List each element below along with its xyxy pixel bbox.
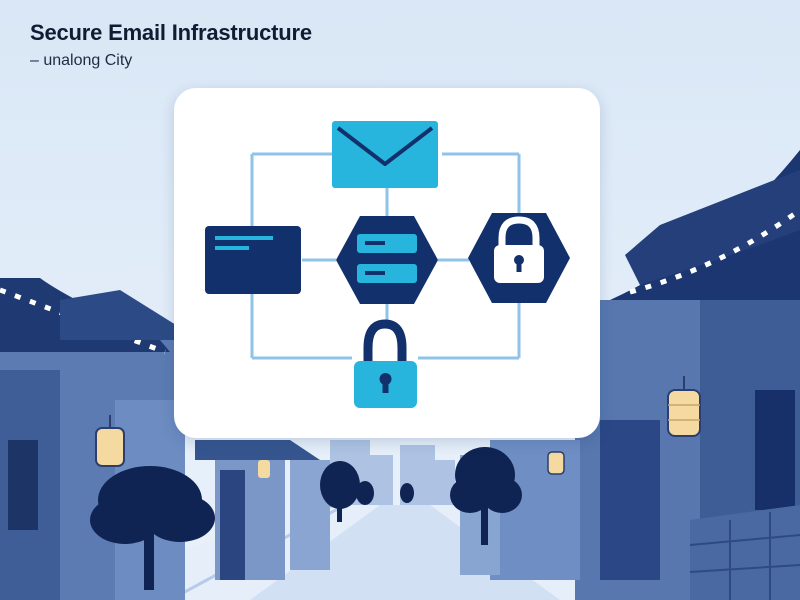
page-subtitle: – unalong City — [30, 52, 133, 69]
page-title: Secure Email Infrastructure — [30, 20, 312, 45]
street-center — [250, 505, 560, 600]
diagram-card — [174, 88, 600, 438]
network-diagram — [205, 121, 570, 408]
email-node — [332, 121, 438, 188]
lantern-icon — [667, 376, 701, 437]
tree-icon — [320, 461, 360, 522]
tree-icon — [400, 483, 414, 503]
padlock-icon — [354, 319, 417, 408]
lock-icon — [494, 216, 544, 283]
security-node — [354, 319, 417, 408]
right-buildings — [460, 150, 800, 600]
tree-icon — [356, 481, 374, 505]
lantern-icon — [258, 460, 270, 478]
server-node — [336, 216, 438, 304]
tree-icon — [450, 447, 522, 545]
connector-lines — [250, 152, 521, 360]
lantern-icon — [547, 451, 565, 475]
client-node — [205, 226, 301, 294]
trees — [90, 447, 522, 590]
envelope-icon — [336, 126, 434, 166]
server-icon — [357, 234, 417, 283]
encryption-node — [468, 213, 570, 303]
lanterns — [95, 376, 701, 478]
window-icon — [215, 236, 273, 250]
tree-icon — [90, 466, 215, 590]
lantern-icon — [95, 415, 125, 467]
